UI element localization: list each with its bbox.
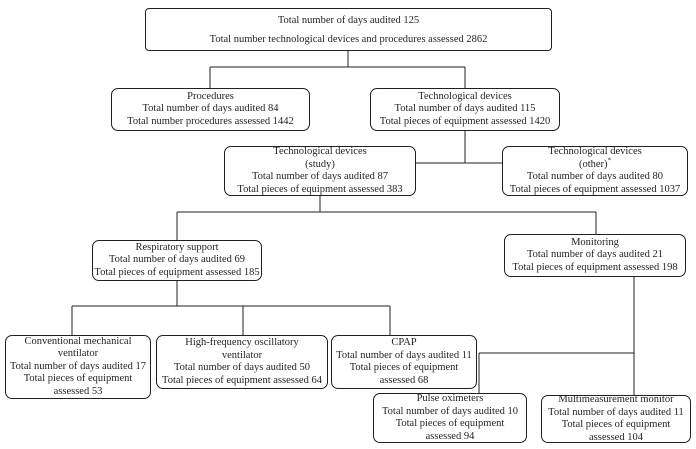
node-hfov-line-3: Total number of days audited 50 — [173, 362, 311, 373]
node-pulse-oximeters: Pulse oximeters Total number of days aud… — [373, 393, 527, 443]
node-cpap-line-1: CPAP — [391, 337, 417, 348]
node-cpap-line-2: Total number of days audited 11 — [336, 349, 472, 361]
node-technological-devices-other: Technological devices (other)* Total num… — [502, 146, 688, 196]
node-other-line-2: (other)* — [578, 156, 612, 170]
node-technological-devices-study: Technological devices (study) Total numb… — [224, 146, 416, 196]
node-technological-devices: Technological devices Total number of da… — [370, 88, 560, 131]
node-monitoring-line-1: Monitoring — [571, 236, 619, 248]
node-multi-line-4: assessed 104 — [589, 431, 643, 443]
node-hfov-line-4: Total pieces of equipment assessed 64 — [162, 374, 322, 386]
node-respiratory-support: Respiratory support Total number of days… — [92, 240, 262, 281]
node-procedures-line-2: Total number of days audited 84 — [142, 103, 279, 115]
node-cpap: CPAP Total number of days audited 11 Tot… — [331, 335, 477, 389]
node-root-line-1: Total number of days audited 125 — [277, 14, 420, 26]
node-cmv-line-1: Conventional mechanical — [24, 335, 132, 347]
node-multi-line-2: Total number of days audited 11 — [548, 406, 684, 418]
node-pulse-line-1: Pulse oximeters — [416, 393, 484, 404]
node-conventional-mechanical-ventilator: Conventional mechanical ventilator Total… — [5, 335, 151, 399]
node-monitoring-line-2: Total number of days audited 21 — [526, 249, 664, 261]
node-pulse-line-2: Total number of days audited 10 — [381, 405, 519, 417]
node-hfov-line-1: High-frequency oscillatory — [185, 337, 299, 348]
node-root: Total number of days audited 125 Total n… — [145, 8, 552, 51]
node-study-line-4: Total pieces of equipment assessed 383 — [237, 183, 403, 195]
node-technological-devices-line-3: Total pieces of equipment assessed 1420 — [379, 115, 551, 127]
node-high-frequency-oscillatory-ventilator: High-frequency oscillatory ventilator To… — [156, 335, 328, 389]
node-cmv-line-3: Total number of days audited 17 — [9, 360, 147, 372]
footnote-marker: * — [607, 156, 612, 164]
node-respiratory-line-2: Total number of days audited 69 — [108, 254, 246, 266]
node-technological-devices-line-1: Technological devices — [418, 90, 512, 102]
node-technological-devices-line-2: Total number of days audited 115 — [394, 103, 536, 115]
node-hfov-line-2: ventilator — [221, 349, 263, 361]
node-root-line-2: Total number technological devices and p… — [209, 33, 488, 45]
node-other-line-1: Technological devices — [548, 146, 642, 157]
node-multi-line-1: Multimeasurement monitor — [558, 395, 674, 405]
node-pulse-line-3: Total pieces of equipment — [395, 418, 505, 429]
node-cpap-line-4: assessed 68 — [379, 374, 429, 386]
node-other-line-4: Total pieces of equipment assessed 1037 — [509, 183, 681, 195]
node-monitoring-line-3: Total pieces of equipment assessed 198 — [512, 261, 678, 273]
node-study-line-1: Technological devices — [273, 146, 367, 157]
node-procedures-line-1: Procedures — [187, 90, 234, 102]
node-monitoring: Monitoring Total number of days audited … — [504, 234, 686, 277]
node-cmv-line-5: assessed 53 — [53, 385, 103, 397]
node-other-line-3: Total number of days audited 80 — [526, 171, 664, 182]
node-procedures-line-3: Total number procedures assessed 1442 — [127, 115, 294, 127]
node-respiratory-line-3: Total pieces of equipment assessed 185 — [94, 266, 260, 278]
node-multi-line-3: Total pieces of equipment — [561, 419, 671, 430]
node-cmv-line-2: ventilator — [57, 348, 99, 360]
node-cpap-line-3: Total pieces of equipment — [349, 362, 459, 373]
node-procedures: Procedures Total number of days audited … — [111, 88, 310, 131]
node-multimeasurement-monitor: Multimeasurement monitor Total number of… — [541, 395, 691, 443]
node-respiratory-line-1: Respiratory support — [135, 241, 219, 253]
node-pulse-line-4: assessed 94 — [425, 430, 475, 442]
node-study-line-2: (study) — [305, 158, 335, 170]
node-cmv-line-4: Total pieces of equipment — [23, 373, 133, 385]
node-study-line-3: Total number of days audited 87 — [251, 171, 389, 182]
